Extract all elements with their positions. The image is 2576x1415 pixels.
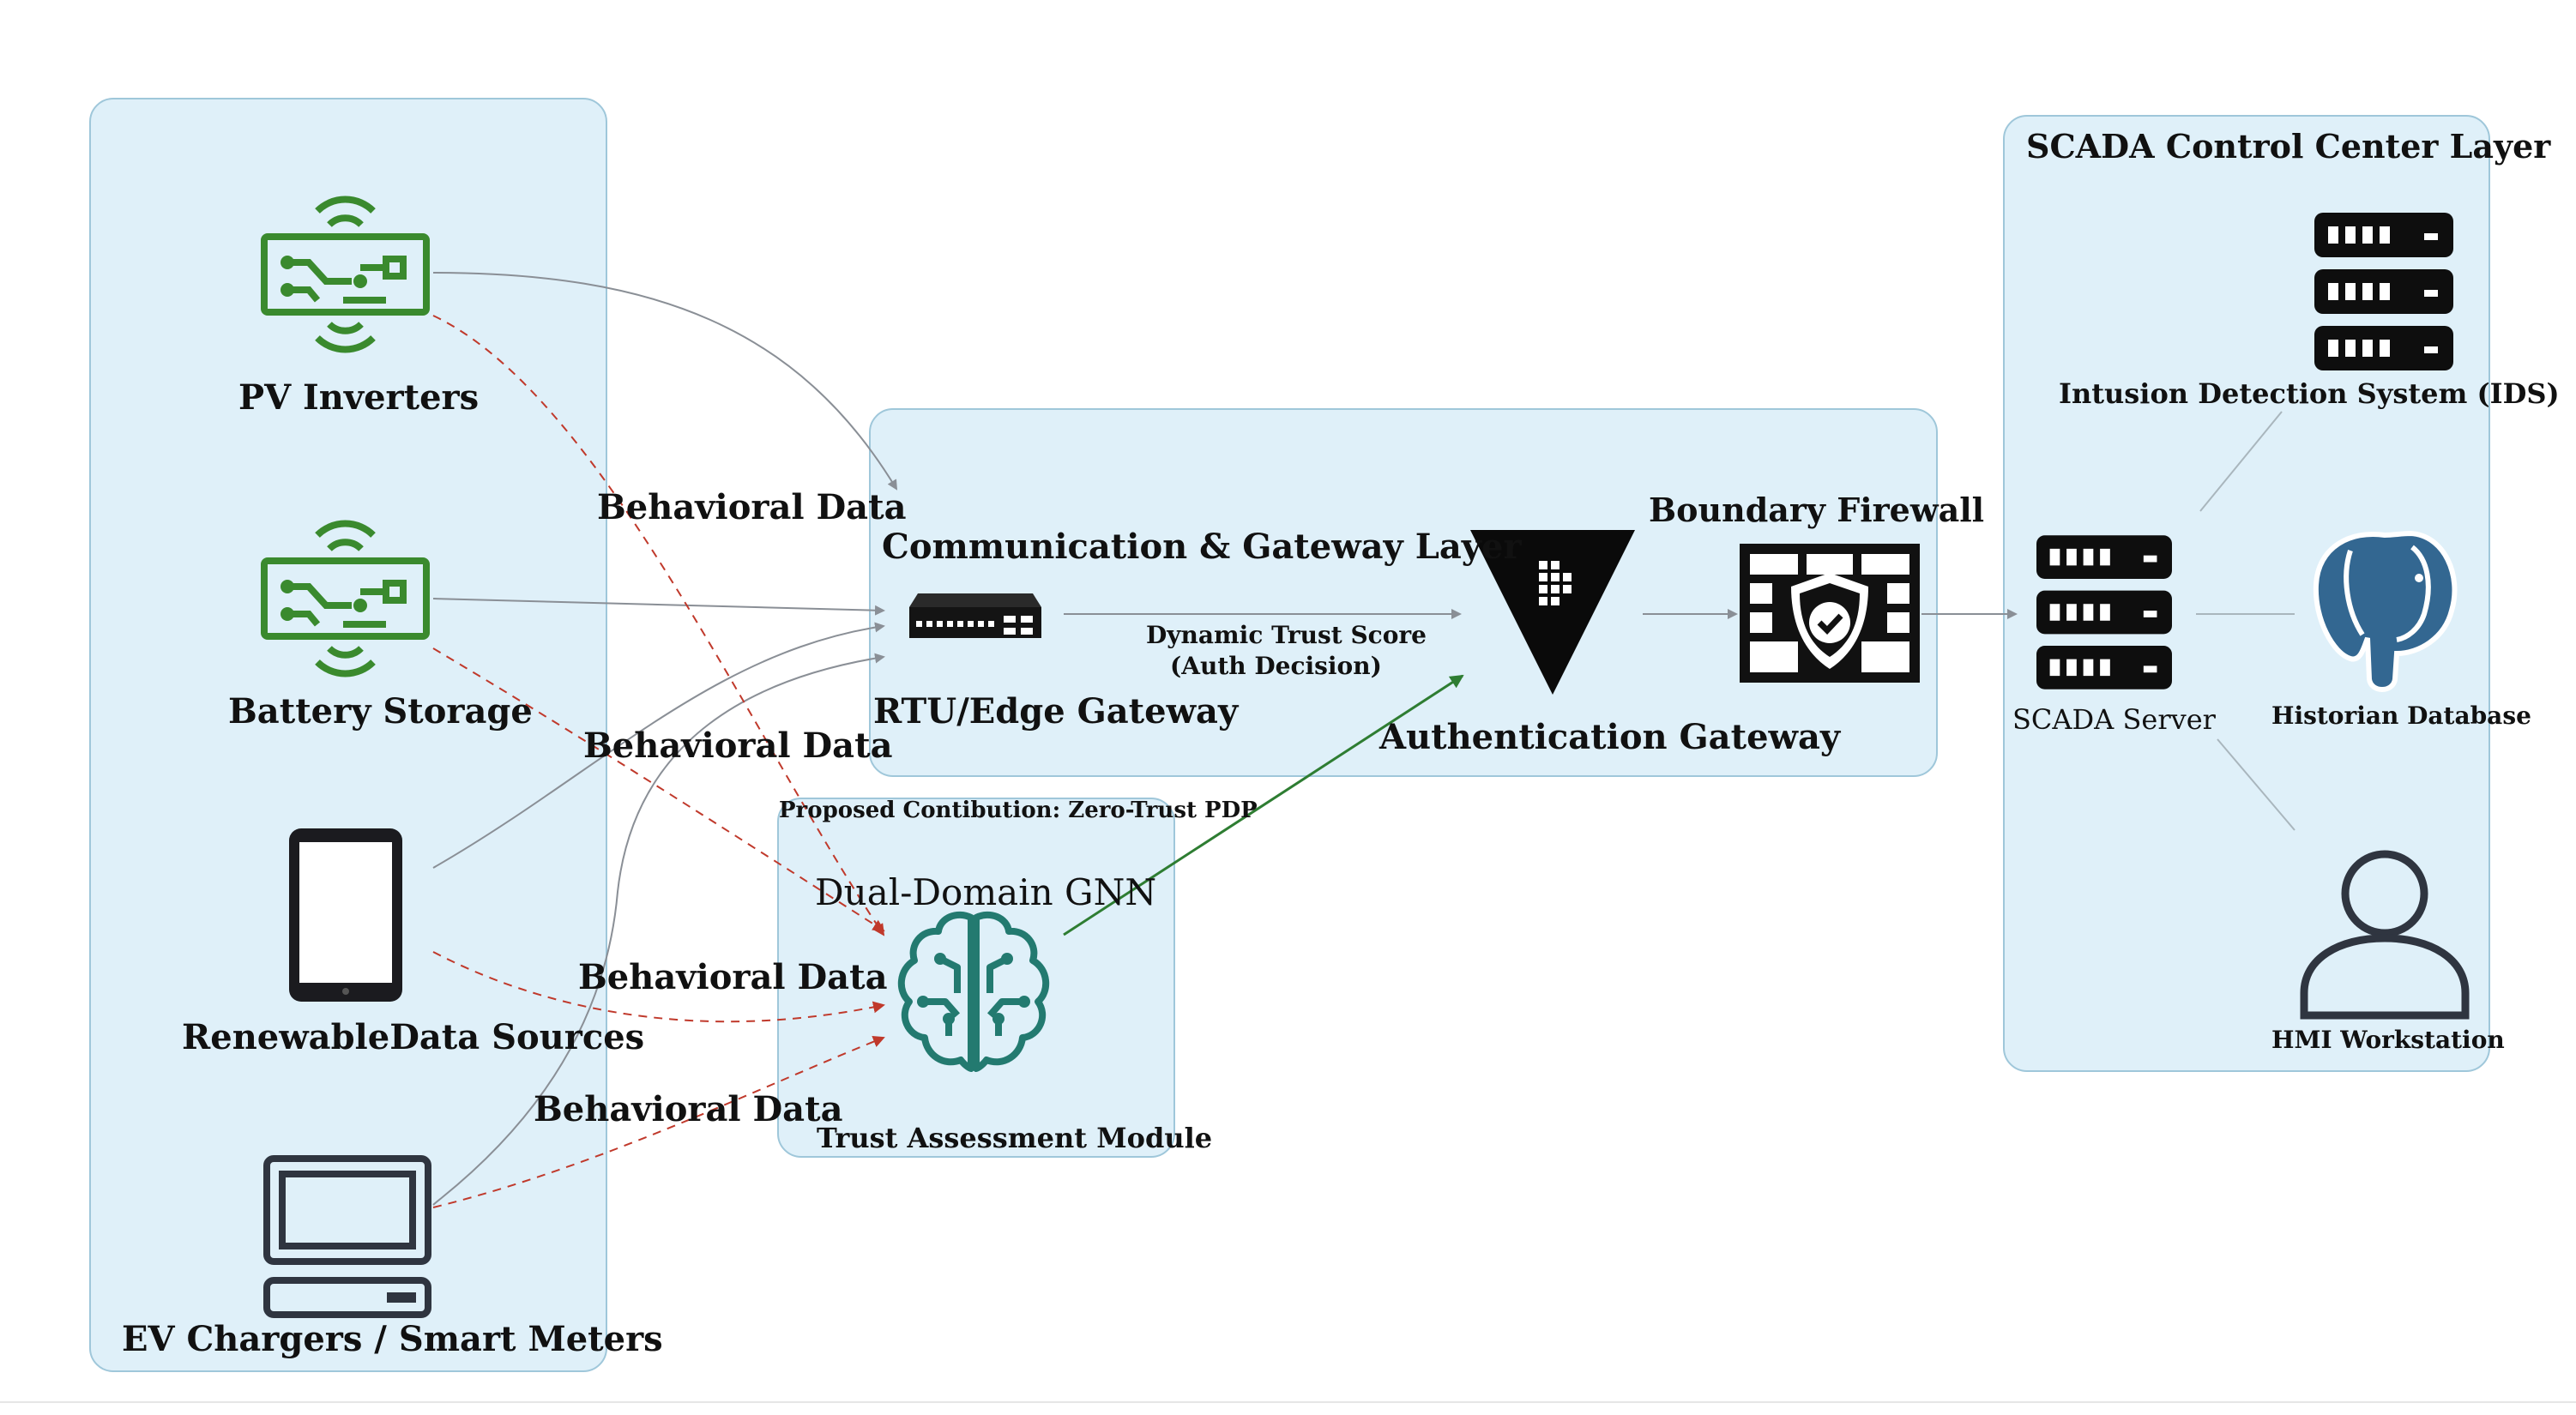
- user-workstation-icon: [2299, 847, 2470, 1020]
- edge-gnn-to-auth: [1063, 674, 1464, 936]
- edge-pv-to-rtu: [432, 272, 898, 491]
- authentication-gateway-label: Authentication Gateway: [1379, 717, 1841, 757]
- ids-server-icon: [2314, 213, 2453, 370]
- trust-score-label-line1: Dynamic Trust Score: [1146, 621, 1427, 649]
- edge-battery-behavioral: [432, 647, 885, 932]
- bottom-border-line: [0, 1401, 2576, 1403]
- renewable-data-sources-label: RenewableData Sources: [182, 1017, 645, 1057]
- behavioral-data-label-3: Behavioral Data: [578, 957, 888, 997]
- postgresql-elephant-icon: [2299, 525, 2470, 696]
- rtu-gateway-icon: [908, 590, 1043, 640]
- gnn-label: Dual-Domain GNN: [815, 871, 1157, 913]
- scada-layer-title: SCADA Control Center Layer: [2026, 127, 2551, 166]
- rtu-gateway-label: RTU/Edge Gateway: [873, 691, 1239, 732]
- gateway-layer-title: Communication & Gateway Layer: [882, 527, 1522, 567]
- edge-renewable-behavioral: [432, 951, 885, 1023]
- edge-pv-behavioral: [432, 315, 885, 936]
- boundary-firewall-label: Boundary Firewall: [1649, 491, 1985, 529]
- authentication-vault-icon: [1467, 527, 1638, 698]
- gnn-brain-icon: [889, 907, 1059, 1075]
- edge-ev-to-rtu: [432, 653, 885, 1206]
- ids-label: Intusion Detection System (IDS): [2059, 377, 2560, 410]
- behavioral-data-label-4: Behavioral Data: [534, 1089, 843, 1129]
- firewall-shield-icon: [1740, 544, 1920, 683]
- battery-storage-icon: [257, 513, 433, 684]
- trust-assessment-module-label: Trust Assessment Module: [817, 1122, 1213, 1154]
- scada-server-label: SCADA Server: [2012, 703, 2216, 736]
- trust-score-label-line2: (Auth Decision): [1170, 652, 1382, 680]
- behavioral-data-label-2: Behavioral Data: [583, 726, 893, 766]
- pv-inverter-icon: [257, 189, 433, 360]
- ev-chargers-label: EV Chargers / Smart Meters: [122, 1319, 663, 1359]
- behavioral-data-label-1: Behavioral Data: [597, 487, 907, 527]
- historian-database-label: Historian Database: [2271, 701, 2531, 730]
- edge-renewable-to-rtu: [432, 622, 885, 869]
- edge-ev-behavioral: [432, 1035, 885, 1208]
- pv-inverters-label: PV Inverters: [238, 377, 480, 418]
- scada-server-icon: [2036, 533, 2172, 691]
- computer-terminal-icon: [262, 1153, 433, 1321]
- edge-scada-to-ids: [2199, 411, 2283, 512]
- hmi-workstation-label: HMI Workstation: [2271, 1026, 2505, 1054]
- tablet-icon: [286, 825, 406, 1005]
- edge-scada-to-hmi: [2217, 738, 2295, 831]
- edge-battery-to-rtu: [432, 598, 885, 616]
- battery-storage-label: Battery Storage: [228, 691, 533, 732]
- contribution-label: Proposed Contibution: Zero-Trust PDP: [779, 798, 1258, 823]
